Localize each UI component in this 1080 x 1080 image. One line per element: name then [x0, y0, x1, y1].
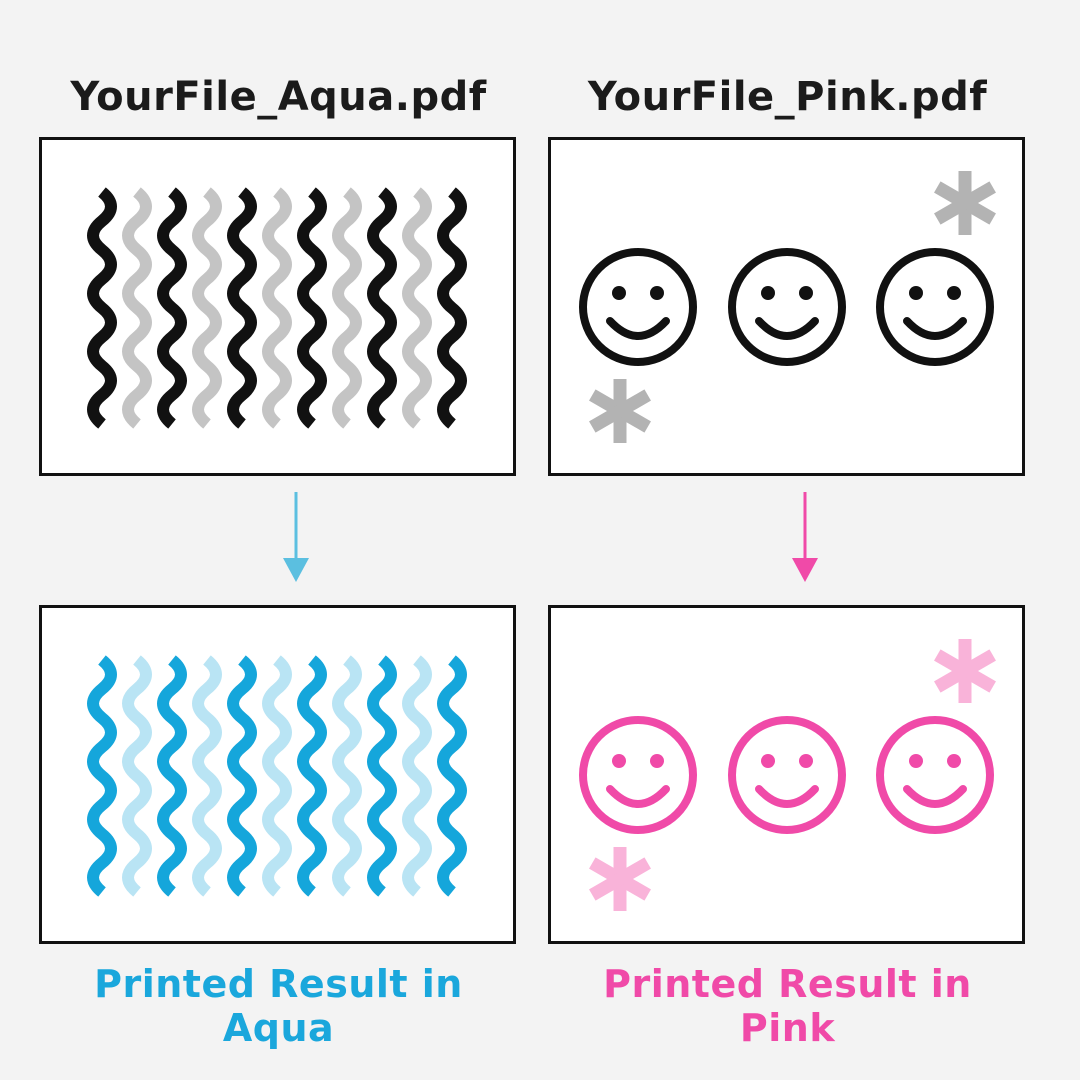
original-pink-panel: [548, 137, 1025, 476]
printed-wave-line: [437, 655, 467, 897]
original-wave-line: [227, 187, 257, 429]
original-wave-line: [402, 187, 432, 429]
printed-wave-line: [227, 655, 257, 897]
pink-down-arrow-icon: [792, 492, 818, 582]
pink-result-caption: Printed Result in Pink: [603, 962, 972, 1050]
original-wave-line: [437, 187, 467, 429]
original-waves-graphic: [87, 187, 467, 429]
printed-wave-line: [157, 655, 187, 897]
original-wave-line: [297, 187, 327, 429]
smiley-face-icon: [876, 248, 994, 366]
asterisk-icon: [934, 639, 996, 703]
printed-wave-line: [297, 655, 327, 897]
printed-wave-line: [87, 655, 117, 897]
original-wave-line: [122, 187, 152, 429]
original-aqua-panel: [39, 137, 516, 476]
asterisk-icon: [589, 847, 651, 911]
smiley-face-icon: [728, 716, 846, 834]
aqua-down-arrow-icon: [283, 492, 309, 582]
original-wave-line: [332, 187, 362, 429]
printed-aqua-panel: [39, 605, 516, 944]
original-smileys-graphic: [579, 171, 996, 443]
smiley-face-icon: [728, 248, 846, 366]
smiley-face-icon: [579, 248, 697, 366]
original-wave-line: [192, 187, 222, 429]
printed-wave-line: [402, 655, 432, 897]
printed-wave-line: [332, 655, 362, 897]
smiley-face-icon: [579, 716, 697, 834]
printed-wave-line: [192, 655, 222, 897]
right-file-title: YourFile_Pink.pdf: [587, 74, 988, 120]
printed-wave-line: [122, 655, 152, 897]
smiley-face-icon: [876, 716, 994, 834]
printed-wave-line: [367, 655, 397, 897]
original-wave-line: [87, 187, 117, 429]
left-file-title: YourFile_Aqua.pdf: [70, 74, 487, 120]
asterisk-icon: [934, 171, 996, 235]
original-wave-line: [262, 187, 292, 429]
aqua-result-caption: Printed Result in Aqua: [94, 962, 463, 1050]
asterisk-icon: [589, 379, 651, 443]
original-wave-line: [157, 187, 187, 429]
printed-waves-graphic: [87, 655, 467, 897]
original-wave-line: [367, 187, 397, 429]
printed-wave-line: [262, 655, 292, 897]
printed-smileys-graphic: [579, 639, 996, 911]
printed-pink-panel: [548, 605, 1025, 944]
